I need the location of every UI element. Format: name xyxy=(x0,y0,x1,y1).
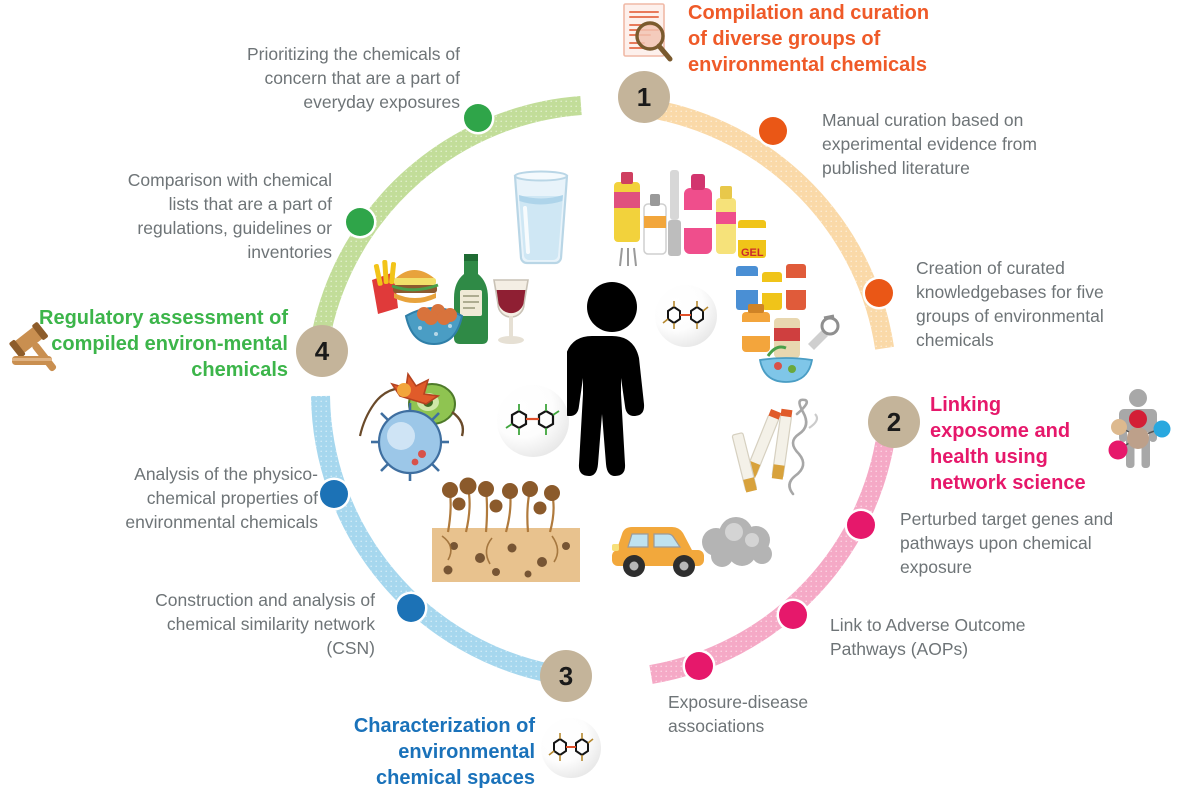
milestone-dot-pink-1 xyxy=(844,508,878,542)
quadrant-4-step-2: Prioritizing the chemicals of concern th… xyxy=(247,44,460,113)
quadrant-1-step-2: Creation of curated knowledgebases for f… xyxy=(916,258,1104,351)
quadrant-2-step-2: Link to Adverse Outcome Pathways (AOPs) xyxy=(830,615,1026,660)
step-number-2[interactable]: 2 xyxy=(868,396,920,448)
cigarette-smoke-icon xyxy=(731,398,843,508)
quadrant-2-step-3: Exposure-disease associations xyxy=(668,692,809,737)
molecule-sphere-icon-right xyxy=(655,285,717,347)
step-number-4[interactable]: 4 xyxy=(296,325,348,377)
quadrant-2-heading: Linking exposome and health using networ… xyxy=(930,394,1086,494)
quadrant-2-step-1: Perturbed target genes and pathways upon… xyxy=(900,509,1114,578)
quadrant-3-step-2: Analysis of the physico-chemical propert… xyxy=(125,464,318,533)
quadrant-3-heading: Characterization of environmental chemic… xyxy=(353,715,535,789)
milestone-dot-pink-2 xyxy=(776,598,810,632)
water-glass-icon xyxy=(499,168,583,268)
quadrant-4-heading: Regulatory assessment of compiled enviro… xyxy=(39,307,288,381)
molecule-sphere-icon-left xyxy=(497,385,569,457)
milestone-dot-orange-1 xyxy=(756,114,790,148)
quadrant-1-heading: Compilation and curation of diverse grou… xyxy=(688,2,930,76)
personal-care-products-icon: GEL xyxy=(610,168,770,280)
microbes-icon xyxy=(352,371,492,481)
milestone-dot-blue-2 xyxy=(317,477,351,511)
medicines-pesticides-icon xyxy=(730,262,860,390)
arc-green xyxy=(312,96,582,333)
quadrant-3-step-1: Construction and analysis of chemical si… xyxy=(155,590,375,659)
document-magnifier-icon xyxy=(620,2,680,64)
quadrant-4-step-1: Comparison with chemical lists that are … xyxy=(127,170,332,263)
human-silhouette-icon xyxy=(559,282,657,487)
soil-plants-icon xyxy=(432,477,580,582)
milestone-dot-pink-3 xyxy=(682,649,716,683)
quadrant-1-step-1: Manual curation based on experimental ev… xyxy=(822,110,1037,179)
milestone-dot-green-1 xyxy=(343,205,377,239)
milestone-dot-green-2 xyxy=(461,101,495,135)
step-number-1[interactable]: 1 xyxy=(618,71,670,123)
molecule-sphere-icon-bottom xyxy=(541,718,601,778)
car-exhaust-icon xyxy=(610,508,778,582)
food-and-drink-icon xyxy=(370,248,538,360)
milestone-dot-blue-1 xyxy=(394,591,428,625)
milestone-dot-orange-2 xyxy=(862,276,896,310)
arc-blue xyxy=(311,395,555,684)
step-number-3[interactable]: 3 xyxy=(540,650,592,702)
body-network-icon xyxy=(1098,387,1178,471)
gavel-icon xyxy=(9,308,82,374)
svg-text:GEL: GEL xyxy=(741,247,764,259)
